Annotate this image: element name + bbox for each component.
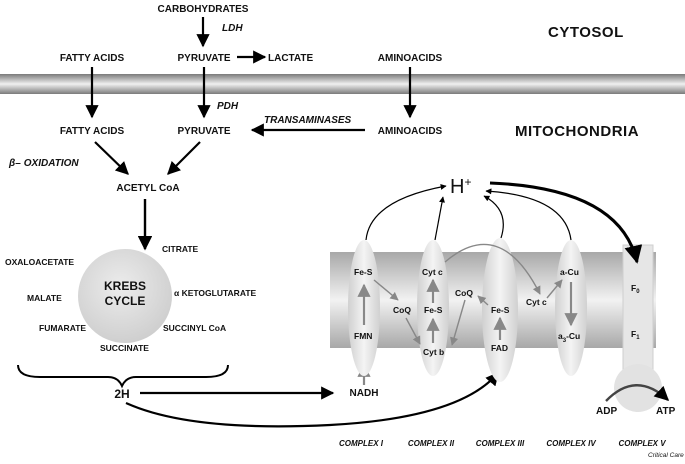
complex-iv-proton-arrow	[485, 188, 572, 241]
citrate-label: CITRATE	[162, 244, 199, 254]
complex-v-name: COMPLEX V	[618, 439, 666, 448]
mito-fatty-acids-label: FATTY ACIDS	[60, 126, 125, 137]
mito-pyruvate-label: PYRUVATE	[178, 126, 231, 137]
acetyl-coa-label: ACETYL CoA	[116, 183, 179, 194]
complex-i-fe-s-label: Fe-S	[354, 267, 373, 277]
two-h-label: 2H	[114, 387, 129, 401]
ldh-enzyme-label: LDH	[222, 23, 243, 34]
a3-cu-label: a3-Cu	[558, 331, 580, 344]
krebs-brace	[17, 364, 229, 389]
atp-label: ATP	[656, 406, 676, 417]
complex-iii-name: COMPLEX III	[476, 439, 525, 448]
beta-oxidation-label: β–OXIDATION	[8, 158, 79, 169]
complex-i-name: COMPLEX I	[339, 439, 384, 448]
cyt-b-label: Cyt b	[423, 347, 444, 357]
complex-v-stalk	[622, 244, 654, 374]
coq-label-1: CoQ	[393, 305, 411, 315]
proton-to-atp-synthase-arrow	[489, 181, 643, 264]
cyt-c-label-2: Cyt c	[526, 297, 547, 307]
cytosol-pyruvate-label: PYRUVATE	[178, 53, 231, 64]
complex-ii-fe-s-label: Fe-S	[424, 305, 443, 315]
mitochondria-label: MITOCHONDRIA	[515, 123, 639, 140]
adp-to-atp-arrow	[605, 384, 670, 402]
complex-ii-proton-arrow	[434, 196, 445, 241]
coq-label-2: CoQ	[455, 288, 473, 298]
lactate-label: LACTATE	[268, 53, 314, 64]
complex-iii-fe-s-label: Fe-S	[491, 305, 510, 315]
credit-label: Critical Care	[648, 452, 684, 459]
fes-to-coq2-arrow	[477, 295, 489, 306]
h-plus-label: H+	[450, 175, 471, 198]
cytc-to-cytc2-arrow	[444, 243, 541, 295]
complex-iv-name: COMPLEX IV	[546, 439, 596, 448]
cyt-c-label-1: Cyt c	[422, 267, 443, 277]
krebs-label-line2: CYCLE	[105, 294, 146, 308]
krebs-label-line1: KREBS	[104, 279, 146, 293]
complex-iii-proton-arrow	[483, 195, 504, 239]
fumarate-label: FUMARATE	[39, 323, 86, 333]
cytosol-label: CYTOSOL	[548, 24, 624, 41]
complex-iii-ellipse	[482, 238, 518, 382]
succinyl-coa-label: SUCCINYL CoA	[163, 323, 226, 333]
mito-aminoacids-label: AMINOACIDS	[378, 126, 443, 137]
f1-label: F1	[631, 329, 640, 341]
malate-label: MALATE	[27, 293, 62, 303]
adp-label: ADP	[596, 406, 617, 417]
complex-i-proton-arrow	[365, 184, 447, 241]
cytosol-fatty-acids-label: FATTY ACIDS	[60, 53, 125, 64]
a-ketoglutarate-label: α KETOGLUTARATE	[174, 288, 257, 298]
krebs-cycle-circle	[78, 249, 172, 343]
coq-to-cytb-arrow	[405, 317, 421, 345]
cytosol-aminoacids-label: AMINOACIDS	[378, 53, 443, 64]
fes-to-coq-arrow	[373, 279, 399, 301]
coq2-to-cytb-arrow	[450, 299, 466, 346]
fmn-label: FMN	[354, 331, 372, 341]
oxaloacetate-label: OXALOACETATE	[5, 257, 74, 267]
pyruvate-to-acetyl-arrow	[167, 141, 201, 175]
pdh-enzyme-label: PDH	[217, 101, 239, 112]
2h-to-fad-arrow	[125, 371, 499, 428]
outer-membrane	[0, 74, 685, 94]
fad-label: FAD	[491, 343, 508, 353]
complex-ii-ellipse	[417, 240, 449, 376]
complex-v-head	[614, 364, 662, 412]
nadh-label: NADH	[350, 388, 379, 399]
succinate-label: SUCCINATE	[100, 343, 149, 353]
carbohydrates-label: CARBOHYDRATES	[158, 4, 249, 15]
complex-ii-name: COMPLEX II	[408, 439, 455, 448]
f0-label: F0	[631, 283, 640, 295]
fatty-acids-to-acetyl-arrow	[94, 141, 129, 175]
transaminases-enzyme-label: TRANSAMINASES	[264, 115, 352, 126]
a-cu-label: a-Cu	[560, 267, 579, 277]
cytc2-to-acu-arrow	[546, 279, 563, 299]
